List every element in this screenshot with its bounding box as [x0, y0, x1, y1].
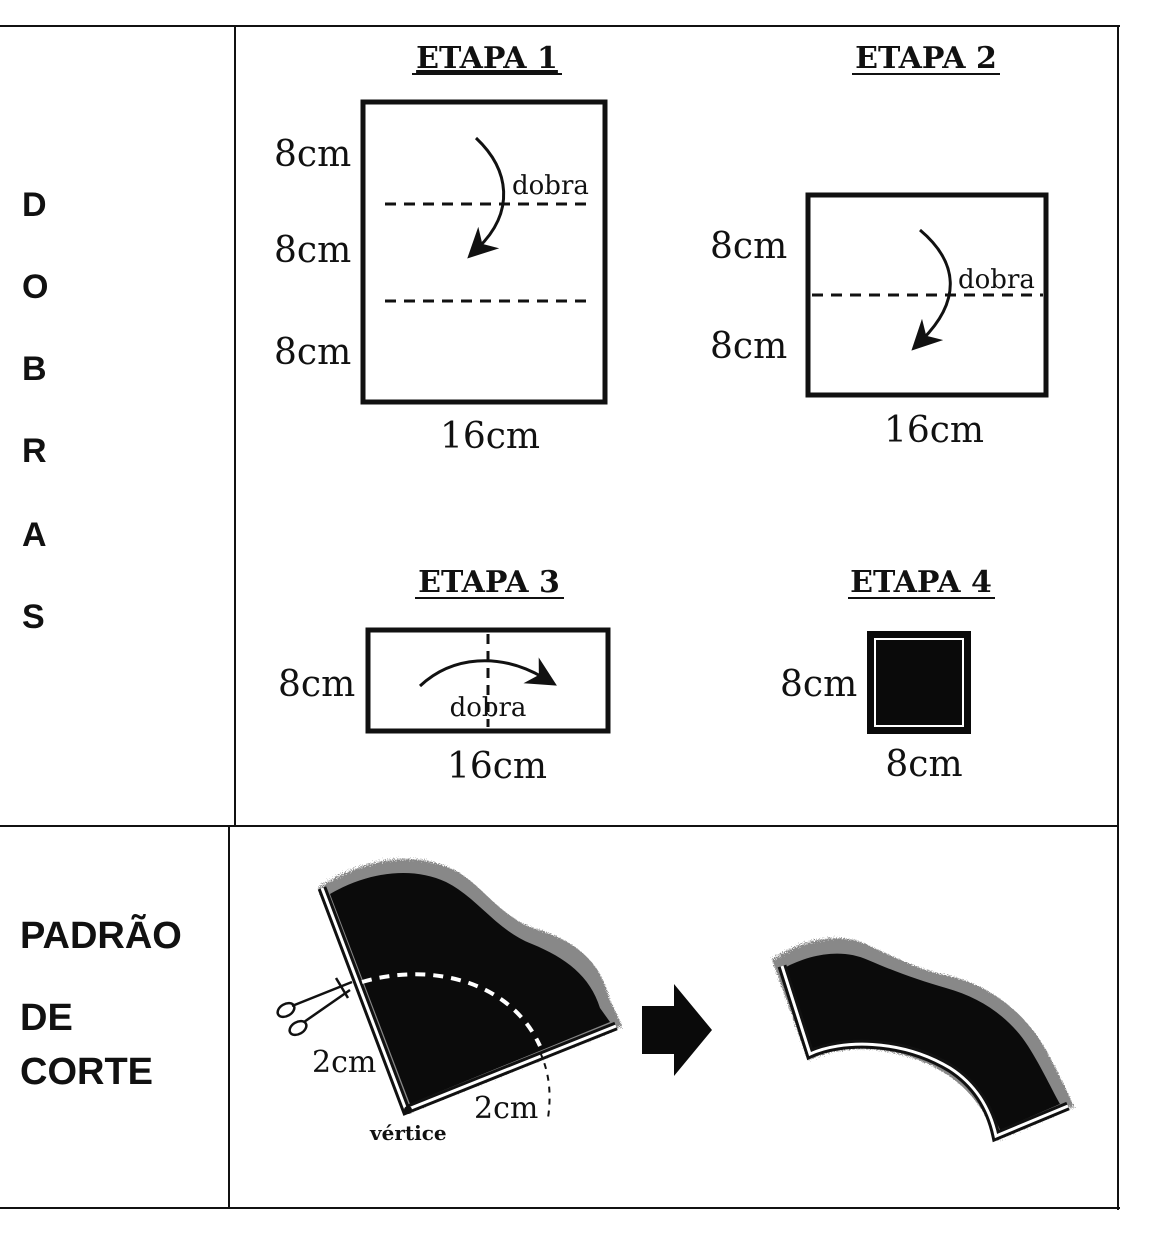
etapa2-panel: ETAPA 2 dobra 8cm 8cm 16cm [710, 41, 1049, 451]
vertex-label: vértice [369, 1121, 447, 1145]
etapa1-panel: ETAPA 1 dobra 8cm 8cm 8cm 16cm [274, 41, 608, 457]
cut-piece-body [784, 953, 1060, 1130]
cut-guide-line [539, 1051, 551, 1119]
etapa1-dim-width: 16cm [440, 416, 540, 457]
folded-piece-body [330, 872, 610, 1104]
etapa4-dim-width: 8cm [885, 744, 962, 785]
etapa1-fold-arrow [467, 136, 506, 259]
etapa4-title: ETAPA 4 [850, 565, 992, 600]
dobras-letter: B [22, 350, 47, 388]
etapa2-paper [805, 192, 1049, 398]
scissors-icon [276, 977, 353, 1037]
corte-folded-piece: 2cm 2cm vértice [312, 858, 622, 1145]
table-grid [0, 25, 1120, 1210]
padrao-label-line1: PADRÃO [20, 913, 182, 957]
etapa3-panel: ETAPA 3 dobra 8cm 16cm [278, 565, 611, 787]
etapa1-dim-bottom: 8cm [274, 332, 351, 373]
corte-dim-bottom: 2cm [474, 1091, 538, 1126]
etapa3-fold-label: dobra [450, 693, 527, 723]
etapa2-dim-bottom: 8cm [710, 326, 787, 367]
dobras-letter: A [22, 516, 47, 554]
etapa3-paper [365, 627, 611, 734]
etapa3-dim-width: 16cm [447, 746, 547, 787]
dobras-letter: D [22, 186, 47, 224]
dobras-letter: S [22, 598, 45, 636]
etapa4-square-inner-edge [874, 638, 964, 727]
padrao-label-line2: DE [20, 997, 73, 1039]
corte-dim-side: 2cm [312, 1045, 376, 1080]
etapa1-dim-middle: 8cm [274, 230, 351, 271]
etapa1-dim-top: 8cm [274, 134, 351, 175]
cut-line [361, 972, 542, 1047]
padrao-label-line3: CORTE [20, 1051, 153, 1093]
cut-piece-border-inner [780, 965, 1069, 1139]
dobras-vertical-label: D O B R A S [22, 186, 48, 636]
dobras-letter: R [22, 432, 47, 470]
dobras-letter: O [22, 268, 48, 306]
vertex-dot [404, 1106, 412, 1114]
etapa2-dim-top: 8cm [710, 226, 787, 267]
etapa2-fold-arrow [911, 228, 952, 351]
right-arrow-icon [642, 984, 712, 1076]
etapa3-title: ETAPA 3 [418, 565, 560, 600]
etapa4-panel: ETAPA 4 8cm 8cm [780, 565, 995, 785]
etapa2-dim-width: 16cm [884, 410, 984, 451]
etapa2-title: ETAPA 2 [855, 41, 997, 76]
etapa3-fold-arrow [418, 657, 557, 688]
etapa1-title: ETAPA 1 [416, 41, 558, 76]
etapa4-folded-square [867, 631, 971, 734]
etapa1-paper [360, 99, 608, 405]
etapa2-fold-label: dobra [958, 265, 1035, 295]
padrao-de-corte-label: PADRÃO DE CORTE [20, 913, 182, 1093]
etapa4-dim-height: 8cm [780, 664, 857, 705]
etapa1-fold-label: dobra [512, 171, 589, 201]
corte-cut-piece [772, 938, 1074, 1143]
etapa3-dim-height: 8cm [278, 664, 355, 705]
